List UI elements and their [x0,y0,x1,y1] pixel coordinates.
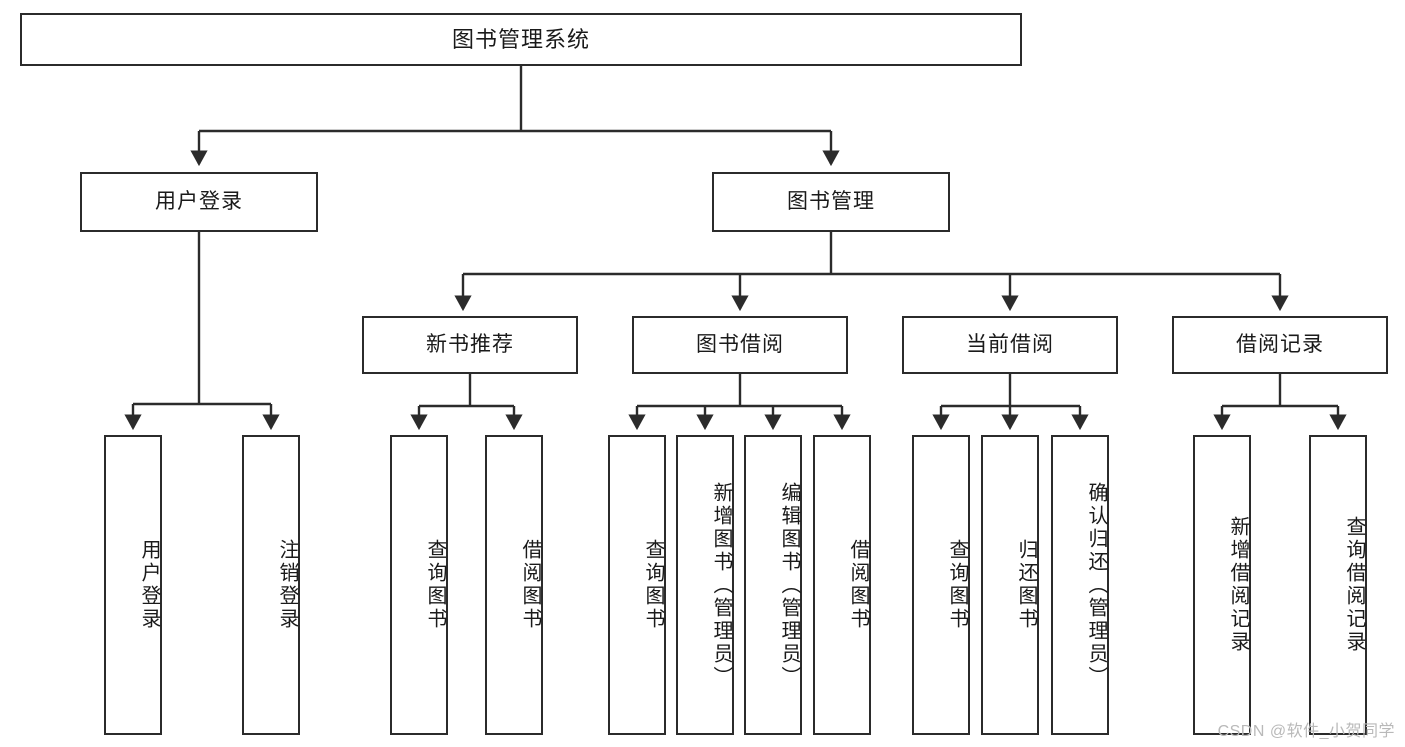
node-leaf-query-book-borrow[interactable]: 查询图书 [608,435,666,735]
node-book-borrow[interactable]: 图书借阅 [632,316,848,374]
node-leaf-query-borrow-record[interactable]: 查询借阅记录 [1309,435,1367,735]
node-current-borrow[interactable]: 当前借阅 [902,316,1118,374]
node-book-management[interactable]: 图书管理 [712,172,950,232]
node-root-system[interactable]: 图书管理系统 [20,13,1022,66]
node-leaf-query-book-recommend[interactable]: 查询图书 [390,435,448,735]
node-leaf-return-book[interactable]: 归还图书 [981,435,1039,735]
node-leaf-borrow-book[interactable]: 借阅图书 [813,435,871,735]
node-leaf-add-book[interactable]: 新增图书（管理员） [676,435,734,735]
node-leaf-logout-login[interactable]: 注销登录 [242,435,300,735]
node-user-login[interactable]: 用户登录 [80,172,318,232]
node-leaf-user-login[interactable]: 用户登录 [104,435,162,735]
node-leaf-edit-book[interactable]: 编辑图书（管理员） [744,435,802,735]
node-leaf-add-borrow-record[interactable]: 新增借阅记录 [1193,435,1251,735]
node-leaf-confirm-return[interactable]: 确认归还（管理员） [1051,435,1109,735]
node-leaf-borrow-book-recommend[interactable]: 借阅图书 [485,435,543,735]
node-new-book-recommend[interactable]: 新书推荐 [362,316,578,374]
node-borrow-record[interactable]: 借阅记录 [1172,316,1388,374]
node-leaf-query-book-current[interactable]: 查询图书 [912,435,970,735]
csdn-watermark: CSDN @软件_小贺同学 [1217,723,1395,740]
